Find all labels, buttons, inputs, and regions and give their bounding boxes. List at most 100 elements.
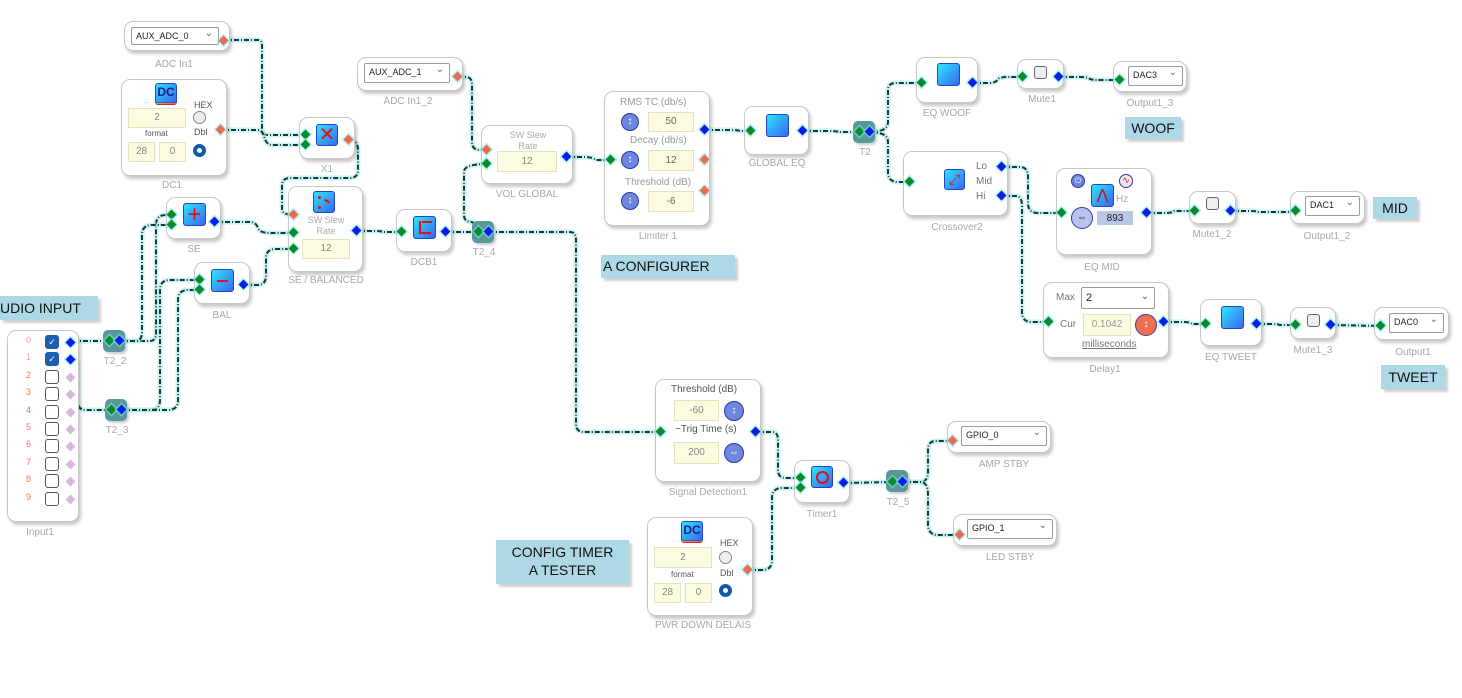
input-channel-checkbox[interactable] xyxy=(45,422,59,436)
power-icon[interactable]: ⏻ xyxy=(1071,174,1085,188)
dc1-format-b-field[interactable]: 0 xyxy=(159,142,186,162)
pwr-down-caption: PWR DOWN DELAIS xyxy=(654,620,752,631)
signal-wire[interactable] xyxy=(869,82,922,133)
output1-3-select[interactable]: DAC3⌄ xyxy=(1128,66,1183,86)
mute1-2-toggle[interactable] xyxy=(1206,197,1219,210)
signal-detection1-threshold-field[interactable]: -60 xyxy=(674,400,719,421)
led-stby-block[interactable]: GPIO_1⌄ xyxy=(953,514,1057,546)
signal-wire[interactable] xyxy=(122,279,200,411)
adc-in1-select[interactable]: AUX_ADC_0⌄ xyxy=(131,27,219,45)
output1-3-block[interactable]: DAC3⌄ xyxy=(1113,61,1187,92)
input-channel-output-pin[interactable] xyxy=(65,354,76,365)
input-channel-checkbox[interactable] xyxy=(45,474,59,489)
dc1-block[interactable]: DC HEX 2 format Dbl 28 0 xyxy=(121,79,227,176)
mute1-toggle[interactable] xyxy=(1034,66,1047,79)
rms-knob-icon[interactable]: ↕ xyxy=(621,113,639,131)
pwr-down-format-b-field[interactable]: 0 xyxy=(685,583,712,603)
input-channel-checkbox[interactable] xyxy=(45,387,59,402)
adc-in1-2-select[interactable]: AUX_ADC_1⌄ xyxy=(364,63,450,83)
delay-knob-icon[interactable]: ↕ xyxy=(1135,314,1157,336)
signal-wire[interactable] xyxy=(244,248,294,286)
input-channel-checkbox[interactable] xyxy=(45,369,59,384)
pwr-down-hex-radio[interactable] xyxy=(719,551,732,564)
signal-detection1-threshold-label: Threshold (dB) xyxy=(671,384,738,395)
dc1-value-field[interactable]: 2 xyxy=(128,108,186,128)
t2-4-splitter[interactable] xyxy=(472,221,494,243)
eq-mid-block[interactable]: ⏻ ∿ Λ Hz ⇔ 893 xyxy=(1056,168,1152,255)
delay1-block[interactable]: Max 2⌄ Cur 0.1042 ↕ milliseconds xyxy=(1043,282,1169,358)
threshold-knob-icon[interactable]: ↕ xyxy=(724,401,744,421)
signal-wire[interactable] xyxy=(903,481,960,536)
signal-wire[interactable] xyxy=(1002,166,1062,214)
output1-block[interactable]: DAC0⌄ xyxy=(1374,307,1449,340)
led-stby-select[interactable]: GPIO_1⌄ xyxy=(967,519,1053,539)
adc-in1-2-block[interactable]: AUX_ADC_1⌄ xyxy=(357,57,463,91)
input-channel-output-pin[interactable] xyxy=(65,337,76,348)
signal-wire[interactable] xyxy=(803,130,860,133)
pwr-down-format-a-field[interactable]: 28 xyxy=(654,583,681,603)
se-balanced-block[interactable]: SW Slew Rate 12 xyxy=(288,186,363,272)
delay1-cur-field[interactable]: 0.1042 xyxy=(1083,314,1131,336)
trig-time-knob-icon[interactable]: ⇔ xyxy=(724,443,744,463)
t2-3-splitter[interactable] xyxy=(105,399,127,421)
input-channel-checkbox[interactable] xyxy=(45,404,59,419)
dc1-dbl-radio[interactable] xyxy=(193,144,206,157)
pwr-down-dbl-radio[interactable] xyxy=(719,584,732,597)
signal-wire[interactable] xyxy=(122,289,200,411)
signal-wire[interactable] xyxy=(120,224,172,342)
amp-stby-select[interactable]: GPIO_0⌄ xyxy=(961,426,1047,446)
dc1-format-a-field[interactable]: 28 xyxy=(128,142,155,162)
pwr-down-value-field[interactable]: 2 xyxy=(654,547,712,568)
wire-glow xyxy=(120,222,172,344)
input-channel-checkbox[interactable] xyxy=(45,456,59,471)
sine-wave-icon[interactable]: ∿ xyxy=(1119,174,1133,188)
dc1-hex-radio[interactable] xyxy=(193,111,206,124)
output1-2-select[interactable]: DAC1⌄ xyxy=(1305,196,1360,216)
adc-in1-block[interactable]: AUX_ADC_0⌄ xyxy=(124,21,230,51)
decay-knob-icon[interactable]: ↕ xyxy=(621,151,639,169)
amp-stby-block[interactable]: GPIO_0⌄ xyxy=(947,421,1051,453)
signal-wire[interactable] xyxy=(224,39,305,136)
signal-wire[interactable] xyxy=(973,76,1023,84)
limiter1-decay-field[interactable]: 12 xyxy=(648,150,694,171)
limiter1-block[interactable]: RMS TC (db/s) ↕ 50 Decay (db/s) ↕ 12 Thr… xyxy=(604,91,710,226)
mute1-3-toggle[interactable] xyxy=(1307,314,1320,327)
crossover2-block[interactable]: ⤢ Lo Mid Hi xyxy=(903,151,1008,216)
signal-wire[interactable] xyxy=(215,221,294,234)
eq-mid-frequency-field[interactable]: 893 xyxy=(1097,211,1133,225)
signal-detection1-block[interactable]: Threshold (dB) -60 ↕ ~Trig Time (s) 200 … xyxy=(655,379,761,482)
t2-2-splitter[interactable] xyxy=(103,330,125,352)
input-channel-checkbox[interactable] xyxy=(45,439,59,454)
output1-select[interactable]: DAC0⌄ xyxy=(1389,313,1444,333)
signal-wire[interactable] xyxy=(1147,210,1195,214)
signal-wire[interactable] xyxy=(120,214,172,342)
limiter1-rms-field[interactable]: 50 xyxy=(648,112,694,132)
signal-wire[interactable] xyxy=(748,487,801,571)
pwr-down-block[interactable]: DC HEX 2 format Dbl 28 0 xyxy=(647,517,753,616)
input-channel-checkbox[interactable]: ✓ xyxy=(45,352,59,367)
t2-splitter[interactable] xyxy=(853,121,875,143)
signal-wire[interactable] xyxy=(903,440,953,483)
eq-mid-caption: EQ MID xyxy=(1084,262,1120,273)
crossover2-hi-label: Hi xyxy=(976,191,986,202)
limiter1-threshold-label: Threshold (dB) xyxy=(625,177,692,188)
eq-woof-block[interactable] xyxy=(916,57,978,103)
bal-block[interactable] xyxy=(194,262,250,304)
limiter1-threshold-field[interactable]: -6 xyxy=(648,191,694,212)
frequency-knob-icon[interactable]: ⇔ xyxy=(1071,207,1093,229)
signal-wire[interactable] xyxy=(1002,195,1049,323)
input-channel-checkbox[interactable] xyxy=(45,491,59,506)
signal-wire[interactable] xyxy=(1059,76,1120,81)
vol-global-value-field[interactable]: 12 xyxy=(497,151,557,172)
vol-global-block[interactable]: SW Slew Rate 12 xyxy=(481,125,573,184)
se-balanced-value-field[interactable]: 12 xyxy=(302,239,350,259)
delay1-max-select[interactable]: 2⌄ xyxy=(1081,287,1155,309)
signal-wire[interactable] xyxy=(221,129,305,146)
input-channel-checkbox[interactable]: ✓ xyxy=(45,335,59,349)
signal-wire[interactable] xyxy=(1231,210,1296,213)
threshold-knob-icon[interactable]: ↕ xyxy=(621,192,639,210)
timer1-block[interactable] xyxy=(794,460,850,503)
signal-detection1-trig-field[interactable]: 200 xyxy=(674,442,719,464)
output1-2-block[interactable]: DAC1⌄ xyxy=(1290,191,1365,224)
